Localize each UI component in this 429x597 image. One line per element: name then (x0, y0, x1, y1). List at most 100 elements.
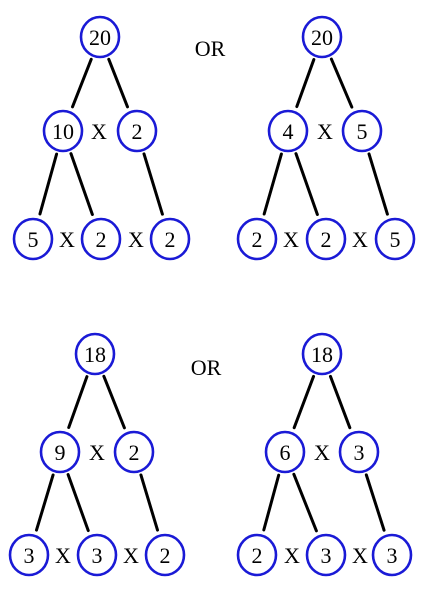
leaf-node-1-label: 2 (252, 543, 263, 568)
edge-mid-leaf-2 (66, 473, 90, 533)
leaf-node-3-circle (144, 533, 186, 577)
or-label-2: OR (191, 355, 222, 380)
root-node-label: 20 (89, 25, 111, 50)
leaf-node-1: 3 (8, 533, 50, 577)
edge-mid-leaf-1 (262, 152, 283, 216)
mid-node-right: 2 (113, 430, 155, 474)
root-node: 20 (79, 15, 121, 59)
leaf-node-3: 2 (144, 533, 186, 577)
leaf-node-3-label: 3 (387, 543, 398, 568)
leaf-node-1-label: 2 (252, 227, 263, 252)
edge-root-left (71, 57, 93, 109)
root-node-label: 18 (84, 342, 106, 367)
edge-root-right (102, 374, 126, 430)
edge-root-left (292, 374, 316, 430)
multiply-sign-leaf-2: X (352, 543, 368, 568)
leaf-node-3-label: 2 (160, 543, 171, 568)
mid-node-left-label: 10 (52, 119, 74, 144)
mid-node-right-circle (116, 109, 158, 153)
root-node: 20 (301, 15, 343, 59)
mid-node-left: 9 (39, 430, 81, 474)
leaf-node-1: 2 (236, 217, 278, 261)
multiply-sign-mid: X (317, 119, 333, 144)
mid-node-right: 3 (338, 430, 380, 474)
edge-mid-leaf-3 (364, 473, 386, 532)
mid-node-left: 10 (42, 109, 84, 153)
edge-mid-leaf-2 (69, 152, 94, 216)
leaf-node-1: 5 (12, 217, 54, 261)
mid-node-right-label: 2 (129, 440, 140, 465)
multiply-sign-mid: X (89, 440, 105, 465)
mid-node-left: 4 (267, 109, 309, 153)
leaf-node-3: 3 (371, 533, 413, 577)
leaf-node-1-circle (8, 533, 50, 577)
multiply-sign-leaf-2: X (123, 543, 139, 568)
mid-node-left-label: 9 (55, 440, 66, 465)
multiply-sign-leaf-2: X (128, 227, 144, 252)
mid-node-right: 2 (116, 109, 158, 153)
leaf-node-3-circle (149, 217, 191, 261)
mid-node-right-circle (341, 109, 383, 153)
root-node-circle (79, 15, 121, 59)
multiply-sign-leaf-2: X (352, 227, 368, 252)
leaf-node-2: 2 (305, 217, 347, 261)
edge-mid-leaf-2 (292, 472, 318, 533)
multiply-sign-mid: X (314, 440, 330, 465)
leaf-node-2-label: 3 (321, 543, 332, 568)
leaf-node-3-label: 5 (390, 227, 401, 252)
leaf-node-2-circle (80, 217, 122, 261)
root-node-circle (301, 332, 343, 376)
leaf-node-2-circle (305, 533, 347, 577)
root-node-circle (74, 332, 116, 376)
leaf-node-2: 3 (305, 533, 347, 577)
leaf-node-2-circle (305, 217, 347, 261)
edge-root-left (67, 375, 89, 430)
multiply-sign-mid: X (91, 119, 107, 144)
edge-mid-leaf-3 (367, 152, 389, 216)
leaf-node-1-label: 5 (28, 227, 39, 252)
leaf-node-1-circle (236, 217, 278, 261)
edge-mid-leaf-1 (34, 473, 55, 532)
leaf-node-2-circle (76, 533, 118, 577)
edge-mid-leaf-3 (142, 152, 164, 216)
mid-node-left-circle (42, 109, 84, 153)
mid-node-left-circle (267, 109, 309, 153)
leaf-node-1-circle (12, 217, 54, 261)
root-node-circle (301, 15, 343, 59)
mid-node-left-circle (264, 430, 306, 474)
leaf-node-1: 2 (236, 533, 278, 577)
multiply-sign-leaf-1: X (59, 227, 75, 252)
mid-node-left-label: 4 (283, 119, 294, 144)
mid-node-right: 5 (341, 109, 383, 153)
leaf-node-3-circle (374, 217, 416, 261)
leaf-node-2: 3 (76, 533, 118, 577)
edge-root-left (295, 58, 316, 109)
leaf-node-2: 2 (80, 217, 122, 261)
mid-node-left-circle (39, 430, 81, 474)
edge-root-right (107, 57, 129, 109)
mid-node-left-label: 6 (280, 440, 291, 465)
multiply-sign-leaf-1: X (283, 227, 299, 252)
leaf-node-1-label: 3 (24, 543, 35, 568)
edge-root-right (329, 57, 354, 109)
leaf-node-2-label: 2 (96, 227, 107, 252)
edge-mid-leaf-2 (294, 152, 319, 216)
edge-mid-leaf-3 (139, 473, 160, 532)
edge-mid-leaf-1 (38, 152, 59, 216)
root-node-label: 20 (311, 25, 333, 50)
root-node-label: 18 (311, 342, 333, 367)
mid-node-right-circle (338, 430, 380, 474)
edge-root-right (328, 374, 352, 430)
mid-node-right-label: 5 (357, 119, 368, 144)
leaf-node-3: 2 (149, 217, 191, 261)
mid-node-right-label: 3 (354, 440, 365, 465)
multiply-sign-leaf-1: X (55, 543, 71, 568)
mid-node-right-label: 2 (132, 119, 143, 144)
mid-node-left: 6 (264, 430, 306, 474)
or-label-1: OR (195, 36, 226, 61)
